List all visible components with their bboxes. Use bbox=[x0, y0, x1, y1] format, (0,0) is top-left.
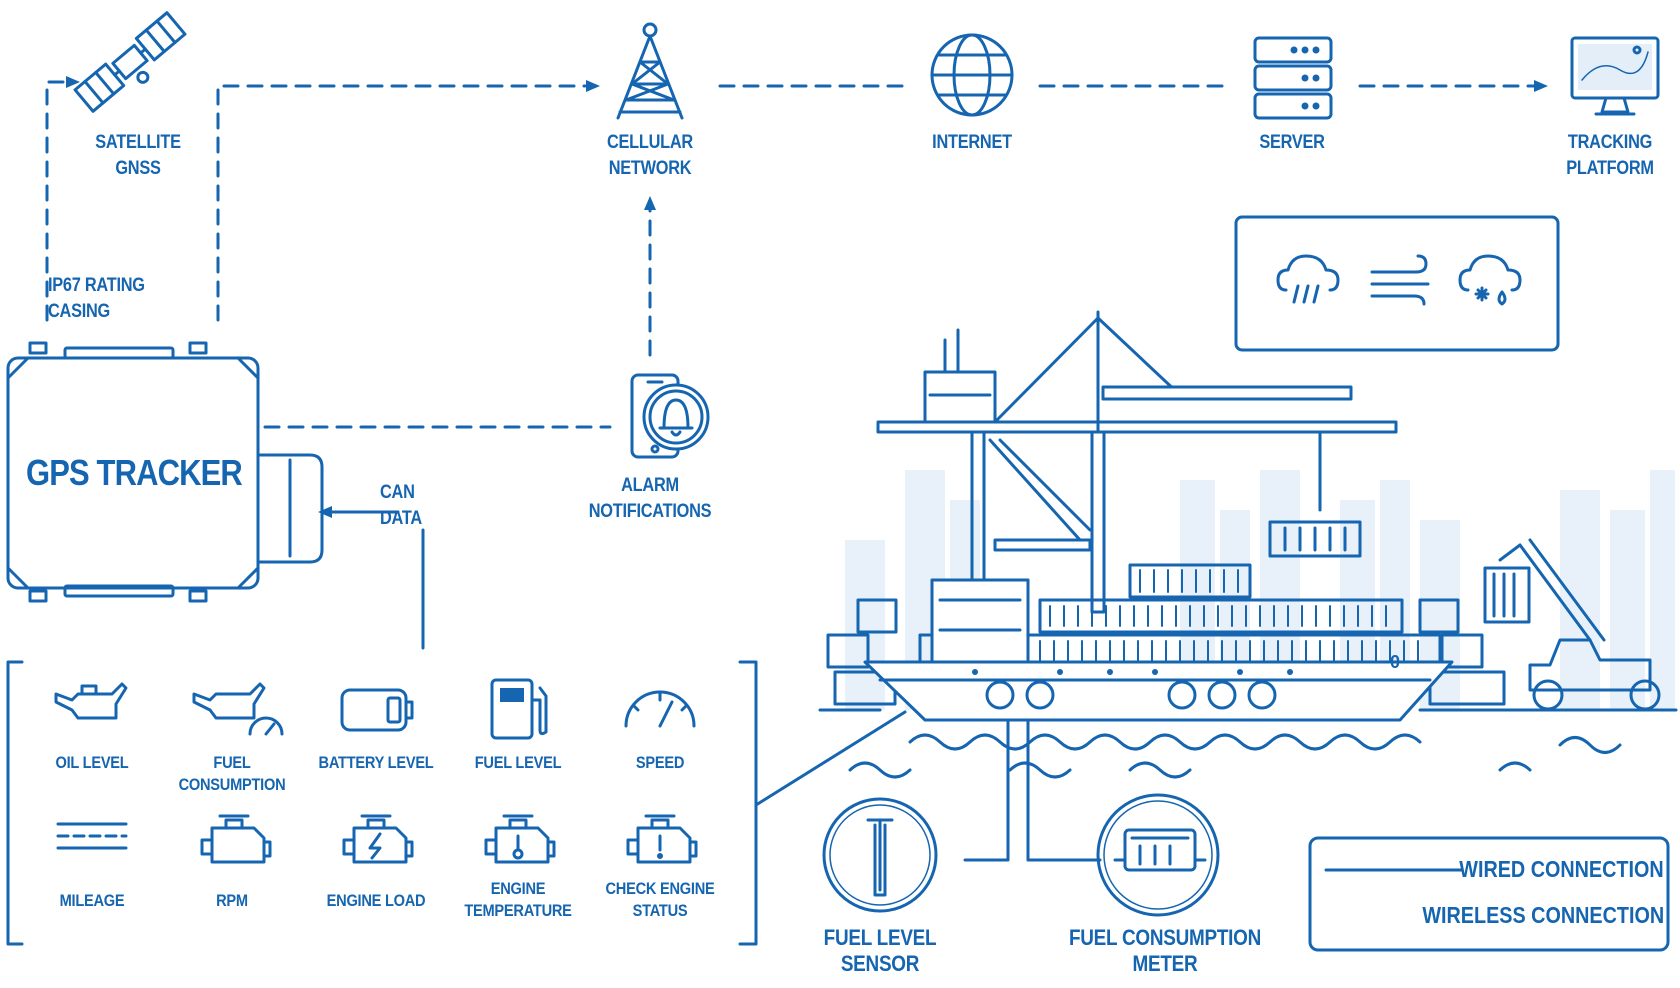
reach-stacker bbox=[1483, 538, 1661, 711]
engine-load-icon bbox=[342, 814, 414, 864]
alarm-notifications-label: ALARM NOTIFICATIONS bbox=[588, 475, 712, 522]
alarm-phone-icon bbox=[630, 373, 710, 459]
globe-icon bbox=[930, 33, 1014, 117]
gps-tracker-device bbox=[6, 341, 324, 603]
sensor-label-oil-can: OIL LEVEL bbox=[55, 753, 129, 772]
check-engine-icon bbox=[626, 814, 698, 864]
tracking-platform-label: TRACKING PLATFORM bbox=[1566, 132, 1654, 179]
oil-level-icon bbox=[54, 682, 128, 720]
fuel-level-icon bbox=[490, 678, 548, 740]
fuel-level-sensor-device bbox=[822, 797, 938, 913]
sensor-label-check-engine: CHECK ENGINE STATUS bbox=[605, 879, 715, 920]
legend-box bbox=[1308, 836, 1670, 952]
sensor-label-battery: BATTERY LEVEL bbox=[318, 753, 434, 772]
sensor-label-road: MILEAGE bbox=[59, 891, 125, 910]
server-label: SERVER bbox=[1259, 132, 1325, 153]
sensor-label-fuel-consumption: FUEL CONSUMPTION bbox=[178, 753, 286, 794]
can-wire bbox=[328, 510, 425, 650]
sensor-label-engine-temperature: ENGINE TEMPERATURE bbox=[464, 879, 572, 920]
battery-level-icon bbox=[340, 688, 414, 732]
weather-box bbox=[1234, 215, 1560, 352]
legend-wireless-label: WIRELESS CONNECTION bbox=[1422, 902, 1664, 928]
satellite-icon bbox=[73, 11, 187, 113]
can-data-label: CAN DATA bbox=[380, 482, 422, 529]
sensor-box-wire bbox=[754, 710, 907, 807]
rpm-icon bbox=[200, 814, 272, 864]
rain-cloud-icon bbox=[1276, 254, 1340, 304]
water-waves bbox=[848, 733, 1622, 779]
speedometer-icon bbox=[624, 690, 696, 728]
arrowheads bbox=[66, 76, 1548, 518]
fuel-consumption-icon bbox=[192, 682, 284, 736]
sensor-label-engine-load: ENGINE LOAD bbox=[326, 891, 426, 910]
ship-number: 0 bbox=[1390, 652, 1401, 672]
snow-cloud-icon bbox=[1458, 254, 1522, 306]
sensor-label-fuel-pump: FUEL LEVEL bbox=[474, 753, 562, 772]
wind-icon bbox=[1370, 254, 1430, 306]
fuel-sensor-wire bbox=[963, 718, 1010, 862]
fuel-meter-wire bbox=[1026, 718, 1102, 862]
cell-tower-icon bbox=[616, 22, 684, 120]
fuel-consumption-meter-label: FUEL CONSUMPTION METER bbox=[1068, 925, 1262, 976]
cellular-network-label: CELLULAR NETWORK bbox=[607, 132, 693, 179]
ship-hull bbox=[863, 660, 1454, 722]
engine-temperature-icon bbox=[484, 814, 556, 864]
legend-wired-label: WIRED CONNECTION bbox=[1459, 856, 1664, 882]
sensor-label-engine: RPM bbox=[216, 891, 248, 910]
mileage-icon bbox=[56, 822, 128, 850]
sensor-panel-frame bbox=[6, 660, 758, 946]
satellite-label: SATELLITE GNSS bbox=[95, 132, 181, 179]
fuel-level-sensor-label: FUEL LEVEL SENSOR bbox=[823, 925, 937, 976]
server-icon bbox=[1253, 36, 1333, 120]
fuel-consumption-meter-device bbox=[1096, 793, 1220, 917]
wireless-links bbox=[45, 80, 1547, 429]
casing-label: IP67 RATING CASING bbox=[48, 275, 145, 322]
sensor-label-speedometer: SPEED bbox=[635, 753, 685, 772]
internet-label: INTERNET bbox=[932, 132, 1012, 153]
gps-tracker-title: GPS TRACKER bbox=[26, 452, 243, 493]
monitor-icon bbox=[1570, 36, 1660, 116]
port-crane bbox=[876, 310, 1398, 614]
